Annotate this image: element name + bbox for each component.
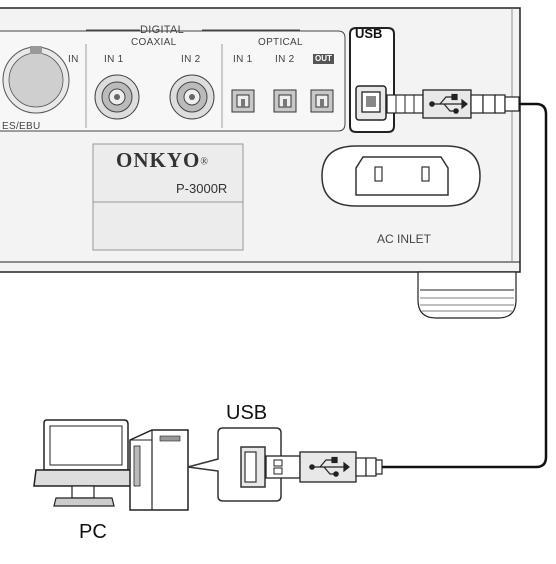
optical-in2-label: IN 2 [275,54,295,65]
unit-foot [417,271,517,319]
aes-in-label: IN [68,54,79,65]
product-label-box [92,143,244,251]
pc-monitor-icon [33,419,139,507]
coaxial-jack-2 [169,74,215,120]
ac-inlet [321,145,481,207]
usb-trident-icon-pc [309,456,350,477]
coaxial-label: COAXIAL [131,37,177,48]
optical-jack-out [310,89,334,113]
ac-inlet-label: AC INLET [377,232,432,246]
pc-label: PC [79,521,107,543]
unit-usb-label: USB [355,26,383,41]
coaxial-in2-label: IN 2 [181,54,201,65]
pc-tower-icon [129,429,189,511]
digital-input-plate [0,29,346,132]
model-number: P-3000R [176,181,228,196]
optical-jack-in1 [231,89,255,113]
aes-ebu-label: ES/EBU [2,121,41,132]
optical-out-badge: OUT [313,54,334,64]
usb-trident-icon [429,93,468,114]
unit-usb-port-box [349,27,395,133]
brand-logo: ONKYO® [116,148,209,172]
pc-usb-label: USB [226,402,268,424]
digital-label: DIGITAL [140,24,185,36]
optical-jack-in2 [273,89,297,113]
coaxial-in1-label: IN 1 [104,54,124,65]
pc-usb-callout [187,427,282,502]
coaxial-jack-1 [94,74,140,120]
optical-label: OPTICAL [258,37,303,48]
optical-in1-label: IN 1 [233,54,253,65]
usb-cable [381,102,548,469]
aes-ebu-xlr-jack [2,46,70,114]
